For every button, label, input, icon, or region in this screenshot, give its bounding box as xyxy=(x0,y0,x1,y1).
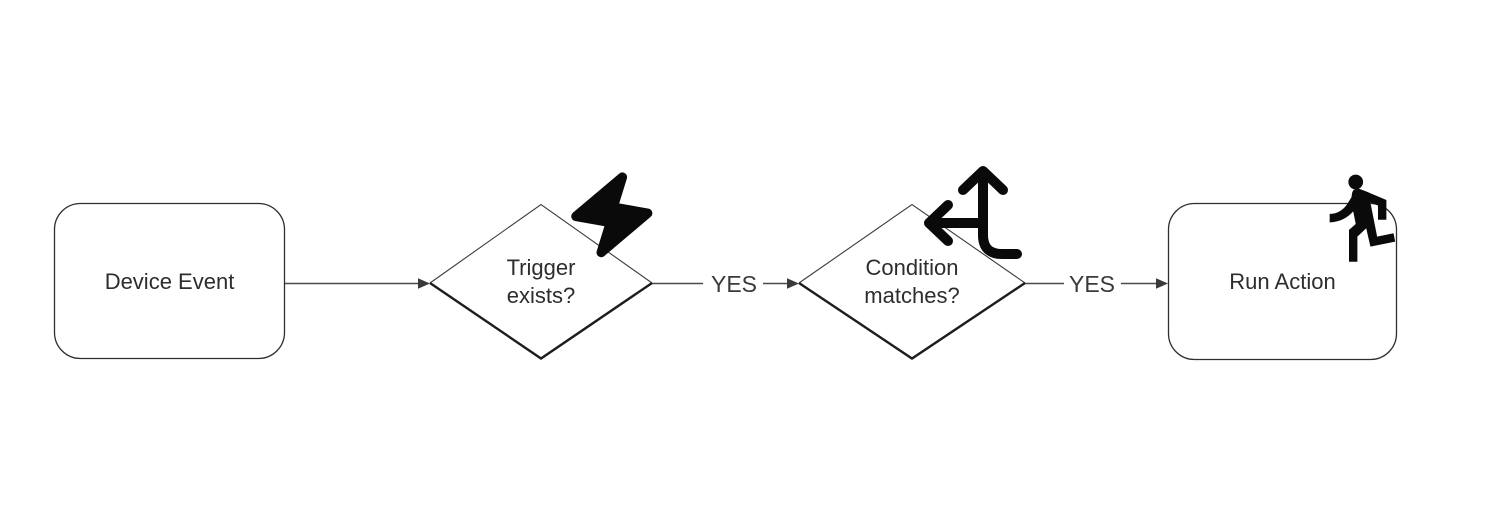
node-run-action-shape xyxy=(1167,202,1398,361)
edge-trigger-to-condition xyxy=(652,278,799,289)
split-left-arrowhead xyxy=(924,200,953,246)
node-condition-matches-shape xyxy=(798,203,1026,360)
node-device-event-shape xyxy=(53,202,286,360)
running-person-icon xyxy=(1329,174,1396,262)
diamond-bottom-edges xyxy=(429,282,653,360)
diamond-top-edges xyxy=(798,203,1026,284)
split-stem xyxy=(978,170,1022,259)
arrowhead-icon xyxy=(418,278,430,289)
split-up-arrowhead xyxy=(958,166,1008,195)
edge-device-event-to-trigger xyxy=(285,278,430,289)
arrowhead-icon xyxy=(787,278,799,289)
arrowhead-icon xyxy=(1156,278,1168,289)
node-trigger-exists-shape xyxy=(429,203,653,360)
diamond-bottom-edges xyxy=(798,282,1026,360)
split-arrows-icon xyxy=(924,166,1022,259)
diamond-top-edges xyxy=(429,203,653,284)
diamond-fill xyxy=(799,204,1025,359)
lightning-bolt-icon xyxy=(571,172,653,258)
edge-condition-to-run-action xyxy=(1025,278,1168,289)
